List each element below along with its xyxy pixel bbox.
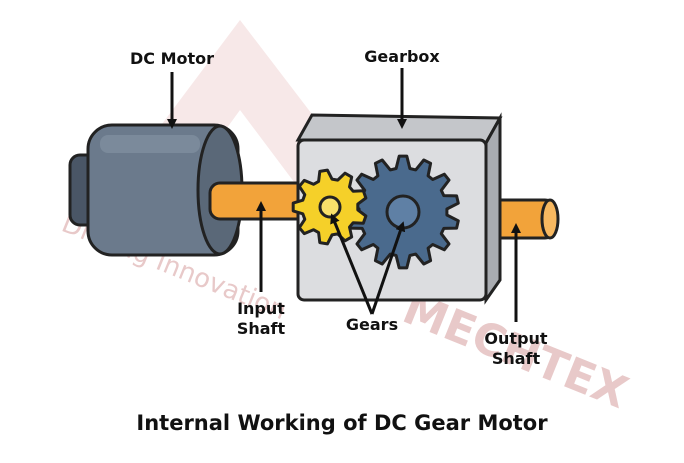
- output-shaft-label-line1: Output: [484, 329, 547, 348]
- diagram-title: Internal Working of DC Gear Motor: [136, 411, 548, 435]
- input-shaft-label-line1: Input: [237, 299, 285, 318]
- small-gear-hub: [318, 195, 342, 219]
- output-shaft-label-line2: Shaft: [492, 349, 541, 368]
- input-shaft-label-line2: Shaft: [237, 319, 286, 338]
- output-shaft-end: [540, 198, 560, 240]
- large-gear-hub: [385, 194, 421, 230]
- gears-label: Gears: [346, 315, 398, 334]
- motor-highlight: [100, 135, 200, 153]
- gearbox-label: Gearbox: [364, 47, 440, 66]
- gears-arrow-small: [330, 213, 374, 315]
- gearbox-side: [484, 112, 502, 305]
- gears-arrow-large: [370, 221, 406, 315]
- small-gear: [291, 168, 368, 246]
- dc-motor-label: DC Motor: [130, 49, 214, 68]
- large-gear: [346, 154, 460, 270]
- callouts: [167, 68, 521, 322]
